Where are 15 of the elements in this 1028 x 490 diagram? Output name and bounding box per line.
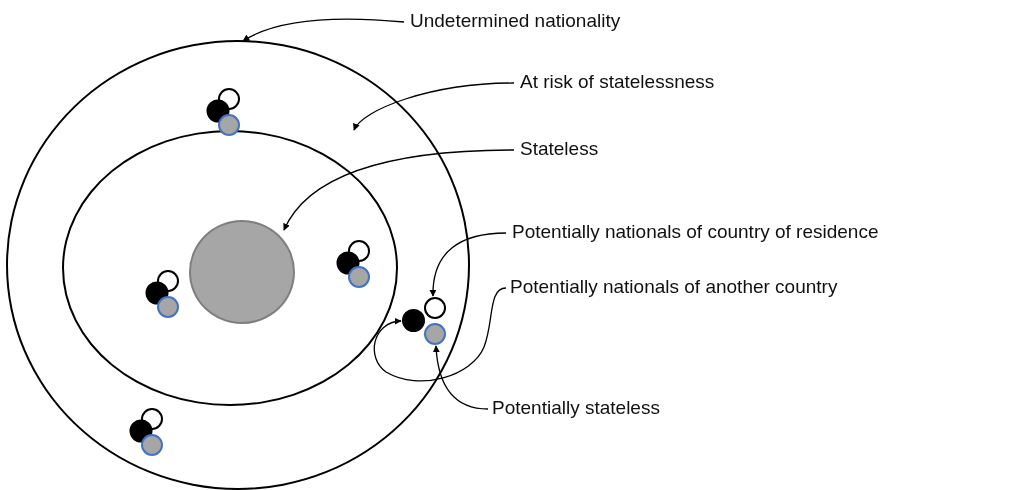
dot — [401, 308, 425, 332]
dot — [423, 322, 446, 345]
callout-label: Stateless — [520, 138, 599, 160]
leader-line — [433, 345, 489, 410]
callout-label: At risk of statelessness — [520, 71, 715, 93]
callout-label: Potentially stateless — [492, 397, 660, 419]
leader-line — [373, 287, 507, 382]
callout-label: Undetermined nationality — [410, 10, 621, 32]
leader-line — [429, 232, 507, 297]
callout-label: Potentially nationals of another country — [510, 276, 838, 298]
leader-line — [353, 82, 515, 131]
callout-label: Potentially nationals of country of residence — [512, 221, 879, 243]
dot — [423, 296, 446, 319]
leader-line — [242, 18, 405, 42]
leader-line — [283, 149, 515, 231]
